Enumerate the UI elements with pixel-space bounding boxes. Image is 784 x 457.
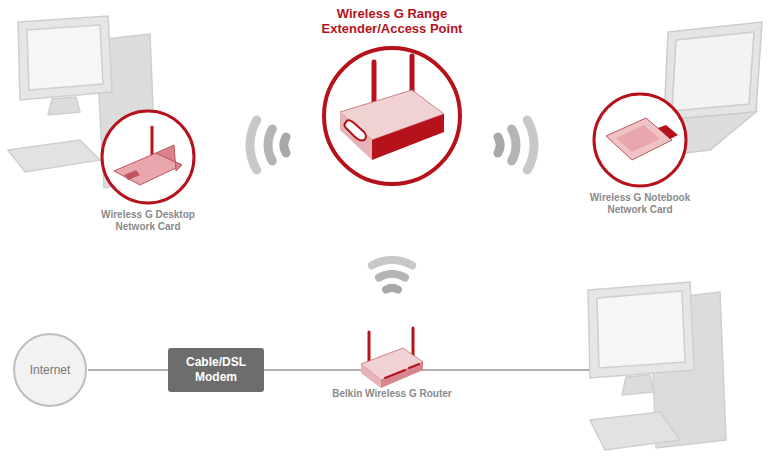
cable-line (264, 369, 317, 371)
wave (250, 120, 257, 170)
desktop-computer (467, 282, 726, 450)
laptop-screen (672, 32, 754, 111)
wave (379, 274, 405, 277)
node-label: Belkin Wireless G Router (317, 388, 467, 400)
node-label: Wireless G Notebook Network Card (580, 192, 700, 216)
node-illustration (594, 94, 686, 186)
wave (527, 120, 534, 170)
wave (268, 129, 272, 161)
node-illustration (317, 328, 467, 388)
monitor-stand (48, 97, 80, 115)
node-label: Wireless G Desktop Network Card (88, 209, 208, 233)
node-illustration (14, 334, 86, 406)
monitor-screen (27, 25, 103, 90)
monitor (18, 16, 112, 100)
monitor (588, 282, 694, 378)
node-label: Internet (30, 363, 71, 377)
card-node: Wireless G Desktop Network Card (88, 109, 208, 235)
card-node: Wireless G Notebook Network Card (580, 92, 700, 218)
laptop-lid (664, 22, 762, 120)
wave (386, 288, 398, 290)
cable-line (88, 369, 168, 371)
keyboard (590, 412, 680, 450)
wave (498, 137, 500, 153)
node-label: Wireless G Range Extender/Access Point (302, 4, 482, 36)
node-illustration (324, 48, 460, 184)
internet-circle: Internet (12, 332, 88, 408)
wave (372, 260, 412, 265)
modem-box: Cable/DSL Modem (168, 348, 264, 392)
node-label: Cable/DSL Modem (180, 355, 252, 385)
monitor-screen (597, 291, 685, 368)
monitor-stand (622, 375, 654, 395)
node-illustration (102, 111, 194, 203)
extender-node: Wireless G Range Extender/Access Point (302, 4, 482, 190)
wave (512, 129, 516, 161)
router-node: Belkin Wireless G Router (317, 318, 467, 402)
keyboard (8, 140, 100, 172)
wave (284, 137, 286, 153)
